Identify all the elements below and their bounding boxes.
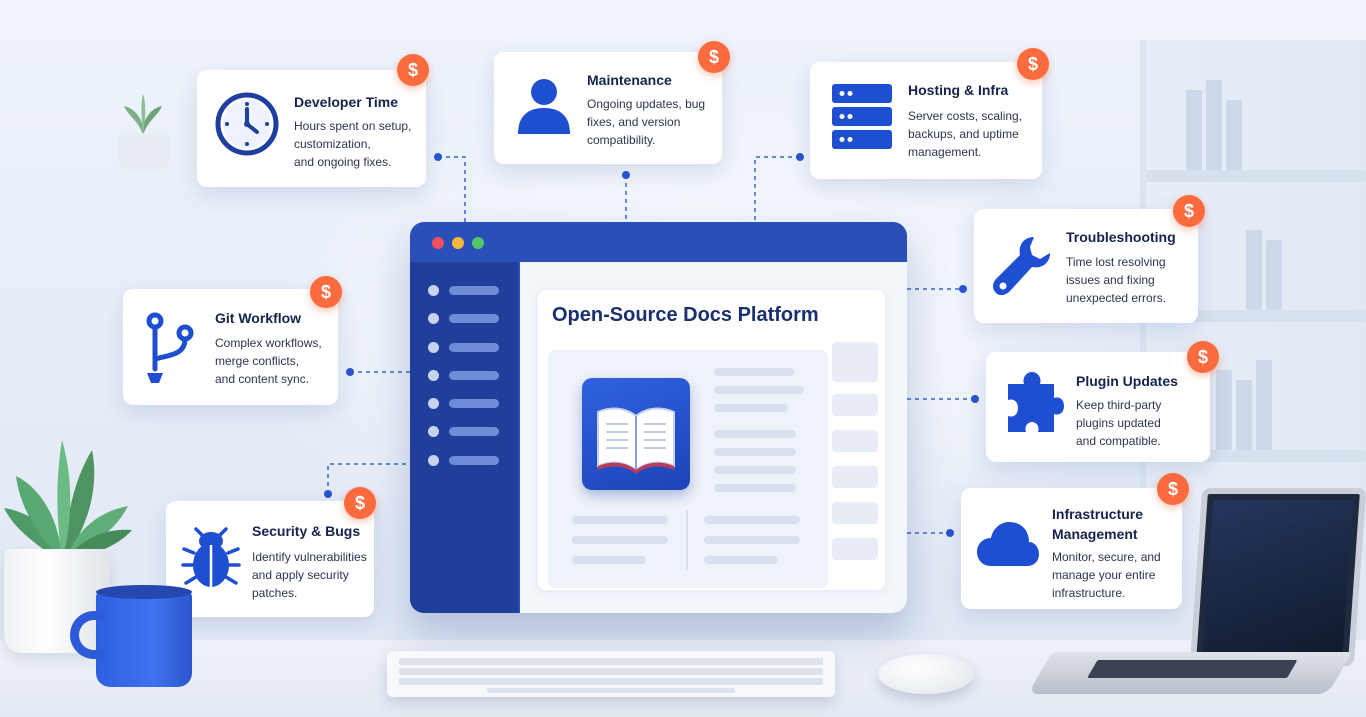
cloud-icon (977, 522, 1039, 566)
git-branch-icon (146, 312, 194, 383)
card-title: Hosting & Infra (908, 82, 1009, 98)
card-description: Time lost resolving issues and fixing un… (1066, 255, 1167, 305)
card-maintenance: Maintenance Ongoing updates, bug fixes, … (494, 52, 722, 164)
keyboard (387, 651, 835, 697)
card-title: Developer Time (294, 94, 399, 110)
card-description: Complex workflows, merge conflicts, and … (215, 336, 322, 386)
computer-mouse (878, 654, 974, 694)
cost-badge: $ (1017, 48, 1049, 80)
card-hosting-infra: Hosting & Infra Server costs, scaling, b… (810, 62, 1042, 179)
card-git-workflow: Git Workflow Complex workflows, merge co… (123, 289, 338, 405)
card-security-bugs: Security & Bugs Identify vulnerabilities… (166, 501, 374, 617)
window-content: Open-Source Docs Platform (520, 262, 907, 613)
card-developer-time: Developer Time Hours spent on setup, cus… (197, 70, 426, 187)
wrench-icon (993, 237, 1050, 296)
card-title: Security & Bugs (252, 523, 361, 539)
puzzle-icon (1008, 372, 1064, 432)
card-description: Keep third-party plugins updated and com… (1076, 398, 1162, 448)
server-icon (832, 84, 892, 149)
window-maximize-dot[interactable] (472, 237, 484, 249)
card-title: Infrastructure Management (1052, 506, 1144, 542)
docs-platform-window: Open-Source Docs Platform (410, 222, 907, 613)
shelf-plant-icon (124, 94, 162, 136)
cost-badge: $ (1157, 473, 1189, 505)
clock-icon (215, 92, 279, 156)
card-title: Plugin Updates (1076, 373, 1178, 389)
cost-badge: $ (1173, 195, 1205, 227)
bug-icon (181, 527, 241, 587)
card-plugin-updates: Plugin Updates Keep third-party plugins … (986, 352, 1210, 462)
card-description: Hours spent on setup, customization, and… (294, 119, 412, 169)
shelf-pot (118, 133, 170, 173)
card-infrastructure-management: Infrastructure Management Monitor, secur… (961, 488, 1182, 609)
cost-badge: $ (397, 54, 429, 86)
window-close-dot[interactable] (432, 237, 444, 249)
card-description: Ongoing updates, bug fixes, and version … (587, 97, 706, 147)
user-icon (518, 79, 570, 134)
laptop-base (1027, 652, 1353, 694)
card-troubleshooting: Troubleshooting Time lost resolving issu… (974, 209, 1198, 323)
card-description: Server costs, scaling, backups, and upti… (908, 109, 1023, 159)
window-minimize-dot[interactable] (452, 237, 464, 249)
platform-preview (548, 350, 828, 588)
card-description: Monitor, secure, and manage your entire … (1052, 550, 1161, 600)
platform-panel: Open-Source Docs Platform (538, 290, 885, 590)
card-description: Identify vulnerabilities and apply secur… (252, 550, 367, 600)
coffee-mug (70, 585, 192, 687)
cost-badge: $ (310, 276, 342, 308)
cost-badge: $ (344, 487, 376, 519)
card-title: Maintenance (587, 72, 672, 88)
window-sidebar (410, 262, 518, 613)
laptop-screen (1189, 488, 1366, 666)
potted-plant-icon (4, 440, 132, 560)
cost-badge: $ (1187, 341, 1219, 373)
cost-badge: $ (698, 41, 730, 73)
card-title: Git Workflow (215, 310, 302, 326)
card-title: Troubleshooting (1066, 229, 1176, 245)
book-icon (582, 378, 690, 490)
platform-title: Open-Source Docs Platform (552, 304, 819, 326)
